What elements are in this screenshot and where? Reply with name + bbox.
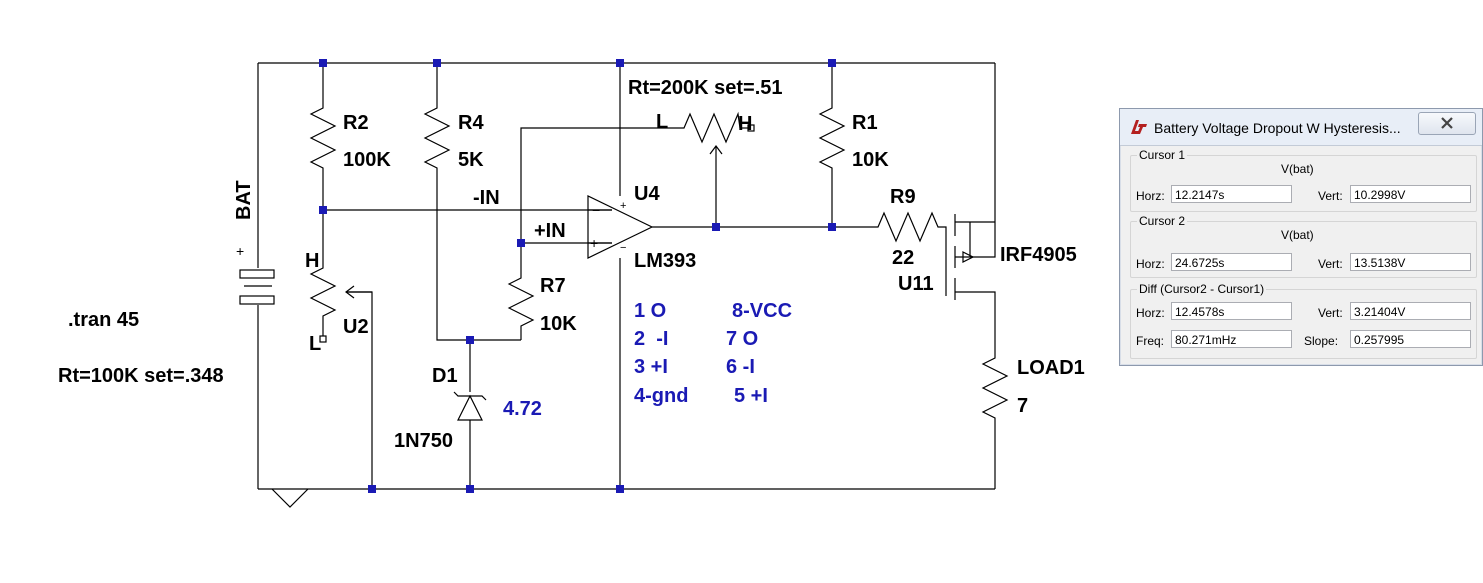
label-rt-main: Rt=100K set=.348 bbox=[58, 365, 224, 387]
label-bat: BAT bbox=[233, 180, 255, 220]
label-r1-name: R1 bbox=[852, 112, 878, 134]
cursor1-label: Cursor 1 bbox=[1137, 148, 1188, 162]
cursor1-vert-field[interactable]: 10.2998V bbox=[1350, 185, 1471, 203]
cursor1-group: Cursor 1 V(bat) Horz: 12.2147s Vert: 10.… bbox=[1130, 148, 1477, 212]
dialog-title: Battery Voltage Dropout W Hysteresis... bbox=[1154, 120, 1401, 136]
label-u11-name: U11 bbox=[898, 273, 934, 295]
label-r1-value: 10K bbox=[852, 149, 889, 171]
label-r7-value: 10K bbox=[540, 313, 577, 335]
cursor1-horz-label: Horz: bbox=[1136, 189, 1165, 203]
label-r4-value: 5K bbox=[458, 149, 484, 171]
label-rt-pot: Rt=200K set=.51 bbox=[628, 77, 783, 99]
pinout-right-4: 5 +I bbox=[734, 385, 768, 407]
label-u11-part: IRF4905 bbox=[1000, 244, 1077, 266]
pinout-right-2: 7 O bbox=[726, 328, 758, 350]
label-pot-h: H bbox=[738, 113, 752, 135]
cursor2-vert-field[interactable]: 13.5138V bbox=[1350, 253, 1471, 271]
pinout-right-3: 6 -I bbox=[726, 356, 755, 378]
battery-plus: + bbox=[236, 243, 244, 259]
cursor2-signal: V(bat) bbox=[1281, 228, 1314, 242]
cursor2-vert-label: Vert: bbox=[1318, 257, 1343, 271]
label-r2-name: R2 bbox=[343, 112, 369, 134]
pinout-left-1: 1 O bbox=[634, 300, 666, 322]
resistor-load1 bbox=[981, 350, 1009, 440]
schematic-diagram: − + + − R2 100K R4 5K R1 10K R7 10K bbox=[58, 59, 1085, 508]
cursor2-label: Cursor 2 bbox=[1137, 214, 1188, 228]
resistor-r1 bbox=[818, 98, 846, 170]
label-tran-directive: .tran 45 bbox=[68, 309, 139, 331]
label-plus-in: +IN bbox=[534, 220, 566, 242]
opamp-vee-minus: − bbox=[620, 242, 626, 254]
label-r2-value: 100K bbox=[343, 149, 391, 171]
dialog-titlebar[interactable]: Battery Voltage Dropout W Hysteresis... bbox=[1120, 109, 1482, 146]
label-r7-name: R7 bbox=[540, 275, 566, 297]
label-u2-name: U2 bbox=[343, 316, 369, 338]
pinout-left-2: 2 -I bbox=[634, 328, 668, 350]
cursor-readout-dialog: Battery Voltage Dropout W Hysteresis... … bbox=[1119, 108, 1483, 366]
pinout-right-1: 8-VCC bbox=[732, 300, 792, 322]
battery-symbol bbox=[239, 248, 275, 305]
ltspice-logo-icon bbox=[1131, 120, 1147, 134]
potentiometer-u2 bbox=[309, 262, 372, 343]
cursor2-horz-label: Horz: bbox=[1136, 257, 1165, 271]
zener-diode-d1 bbox=[453, 391, 487, 421]
label-pot-l: L bbox=[656, 111, 668, 133]
cursor2-group: Cursor 2 V(bat) Horz: 24.6725s Vert: 13.… bbox=[1130, 214, 1477, 278]
label-d1-part: 1N750 bbox=[394, 430, 453, 452]
resistor-r9 bbox=[870, 211, 940, 243]
label-u2-h: H bbox=[305, 250, 319, 272]
label-minus-in: -IN bbox=[473, 187, 500, 209]
label-d1-voltage: 4.72 bbox=[503, 398, 542, 420]
opamp-plus-symbol: + bbox=[590, 235, 598, 251]
close-icon bbox=[1441, 117, 1453, 129]
opamp-minus-symbol: − bbox=[592, 202, 600, 218]
mosfet-u11 bbox=[954, 214, 996, 300]
diff-freq-field[interactable]: 80.271mHz bbox=[1171, 330, 1292, 348]
ground-symbol bbox=[271, 488, 309, 508]
diff-slope-label: Slope: bbox=[1304, 334, 1339, 348]
label-load1-value: 7 bbox=[1017, 395, 1028, 417]
label-r4-name: R4 bbox=[458, 112, 484, 134]
diff-horz-field[interactable]: 12.4578s bbox=[1171, 302, 1292, 320]
diff-group: Diff (Cursor2 - Cursor1) Horz: 12.4578s … bbox=[1130, 282, 1477, 359]
resistor-r4 bbox=[423, 98, 451, 170]
label-r9-name: R9 bbox=[890, 186, 916, 208]
diff-horz-label: Horz: bbox=[1136, 306, 1165, 320]
junction-dots bbox=[319, 59, 836, 493]
pinout-annotation: 1 O 8-VCC 2 -I 7 O 3 +I 6 -I 4-gnd 5 +I bbox=[634, 300, 792, 407]
cursor1-signal: V(bat) bbox=[1281, 162, 1314, 176]
diff-vert-label: Vert: bbox=[1318, 306, 1343, 320]
label-u4-part: LM393 bbox=[634, 250, 696, 272]
potentiometer-feedback bbox=[680, 111, 755, 160]
diff-freq-label: Freq: bbox=[1136, 334, 1165, 348]
cursor1-vert-label: Vert: bbox=[1318, 189, 1343, 203]
pinout-left-4: 4-gnd bbox=[634, 385, 688, 407]
diff-slope-field[interactable]: 0.257995 bbox=[1350, 330, 1471, 348]
pinout-left-3: 3 +I bbox=[634, 356, 668, 378]
label-d1-name: D1 bbox=[432, 365, 458, 387]
label-u2-l: L bbox=[309, 333, 321, 355]
resistor-r2 bbox=[309, 98, 337, 170]
cursor2-horz-field[interactable]: 24.6725s bbox=[1171, 253, 1292, 271]
label-u4-name: U4 bbox=[634, 183, 660, 205]
cursor1-horz-field[interactable]: 12.2147s bbox=[1171, 185, 1292, 203]
opamp-u4 bbox=[587, 195, 654, 259]
resistor-r7 bbox=[507, 270, 535, 330]
close-button[interactable] bbox=[1418, 112, 1476, 135]
diff-label: Diff (Cursor2 - Cursor1) bbox=[1137, 282, 1267, 296]
label-load1-name: LOAD1 bbox=[1017, 357, 1085, 379]
diff-vert-field[interactable]: 3.21404V bbox=[1350, 302, 1471, 320]
label-r9-value: 22 bbox=[892, 247, 914, 269]
opamp-vcc-plus: + bbox=[620, 200, 626, 212]
